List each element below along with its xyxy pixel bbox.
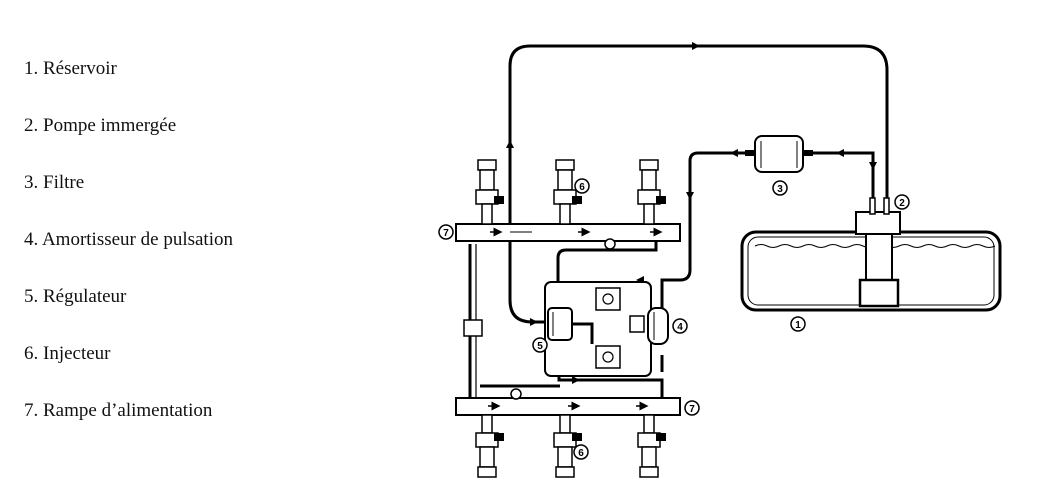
callout-damper: 4 — [672, 318, 688, 334]
callout-label: 2 — [899, 198, 905, 209]
mounting-bracket — [544, 281, 652, 377]
legend-label: Injecteur — [43, 343, 111, 364]
fuel-rail-top — [455, 223, 681, 250]
callout-filter: 3 — [772, 180, 788, 196]
legend-number: 4. — [24, 229, 39, 250]
callout-label: 6 — [578, 448, 584, 459]
callout-label: 7 — [689, 404, 695, 415]
legend-number: 3. — [24, 172, 39, 193]
legend-item-reservoir: 1. Réservoir — [24, 58, 424, 115]
fuel-rail-bottom — [455, 388, 681, 416]
legend-label: Régulateur — [43, 286, 127, 307]
legend-label: Filtre — [43, 172, 85, 193]
callout-pump: 2 — [894, 194, 910, 210]
line-clip — [463, 319, 483, 337]
legend-item-regulator: 5. Régulateur — [24, 286, 424, 343]
callout-rail-bottom: 7 — [684, 400, 700, 416]
callout-label: 5 — [537, 341, 543, 352]
fuel-system-svg: 1 2 3 4 5 6 6 7 7 — [438, 42, 1002, 478]
legend-label: Amortisseur de pulsation — [41, 229, 233, 250]
injectors-bottom — [475, 414, 666, 478]
legend-label: Réservoir — [43, 58, 117, 79]
component-legend: 1. Réservoir 2. Pompe immergée 3. Filtre… — [24, 58, 424, 457]
legend-item-injector: 6. Injecteur — [24, 343, 424, 400]
legend-number: 1. — [24, 58, 39, 79]
legend-item-fuel-rail: 7. Rampe d’alimentation — [24, 400, 424, 457]
submerged-pump — [855, 197, 901, 308]
callout-label: 6 — [579, 182, 585, 193]
callout-injector-top: 6 — [574, 178, 590, 194]
legend-label: Pompe immergée — [43, 115, 177, 136]
legend-number: 5. — [24, 286, 39, 307]
callout-injector-bottom: 6 — [573, 444, 589, 460]
legend-item-filter: 3. Filtre — [24, 172, 424, 229]
callout-label: 4 — [677, 322, 683, 333]
callout-rail-top: 7 — [438, 224, 454, 240]
legend-number: 7. — [24, 400, 39, 421]
pulsation-damper — [647, 307, 669, 345]
legend-number: 6. — [24, 343, 39, 364]
callout-label: 7 — [443, 228, 449, 239]
fuel-system-diagram: 1 2 3 4 5 6 6 7 7 — [438, 28, 1023, 490]
legend-label: Rampe d’alimentation — [43, 400, 213, 421]
callout-reservoir: 1 — [790, 316, 806, 332]
legend-item-damper: 4. Amortisseur de pulsation — [24, 229, 424, 286]
callout-label: 3 — [777, 184, 783, 195]
callout-regulator: 5 — [532, 337, 548, 353]
pressure-regulator — [547, 307, 594, 344]
injectors-top — [475, 159, 666, 225]
legend-number: 2. — [24, 115, 39, 136]
fuel-filter — [745, 135, 813, 173]
legend-item-pump: 2. Pompe immergée — [24, 115, 424, 172]
callout-label: 1 — [795, 320, 801, 331]
